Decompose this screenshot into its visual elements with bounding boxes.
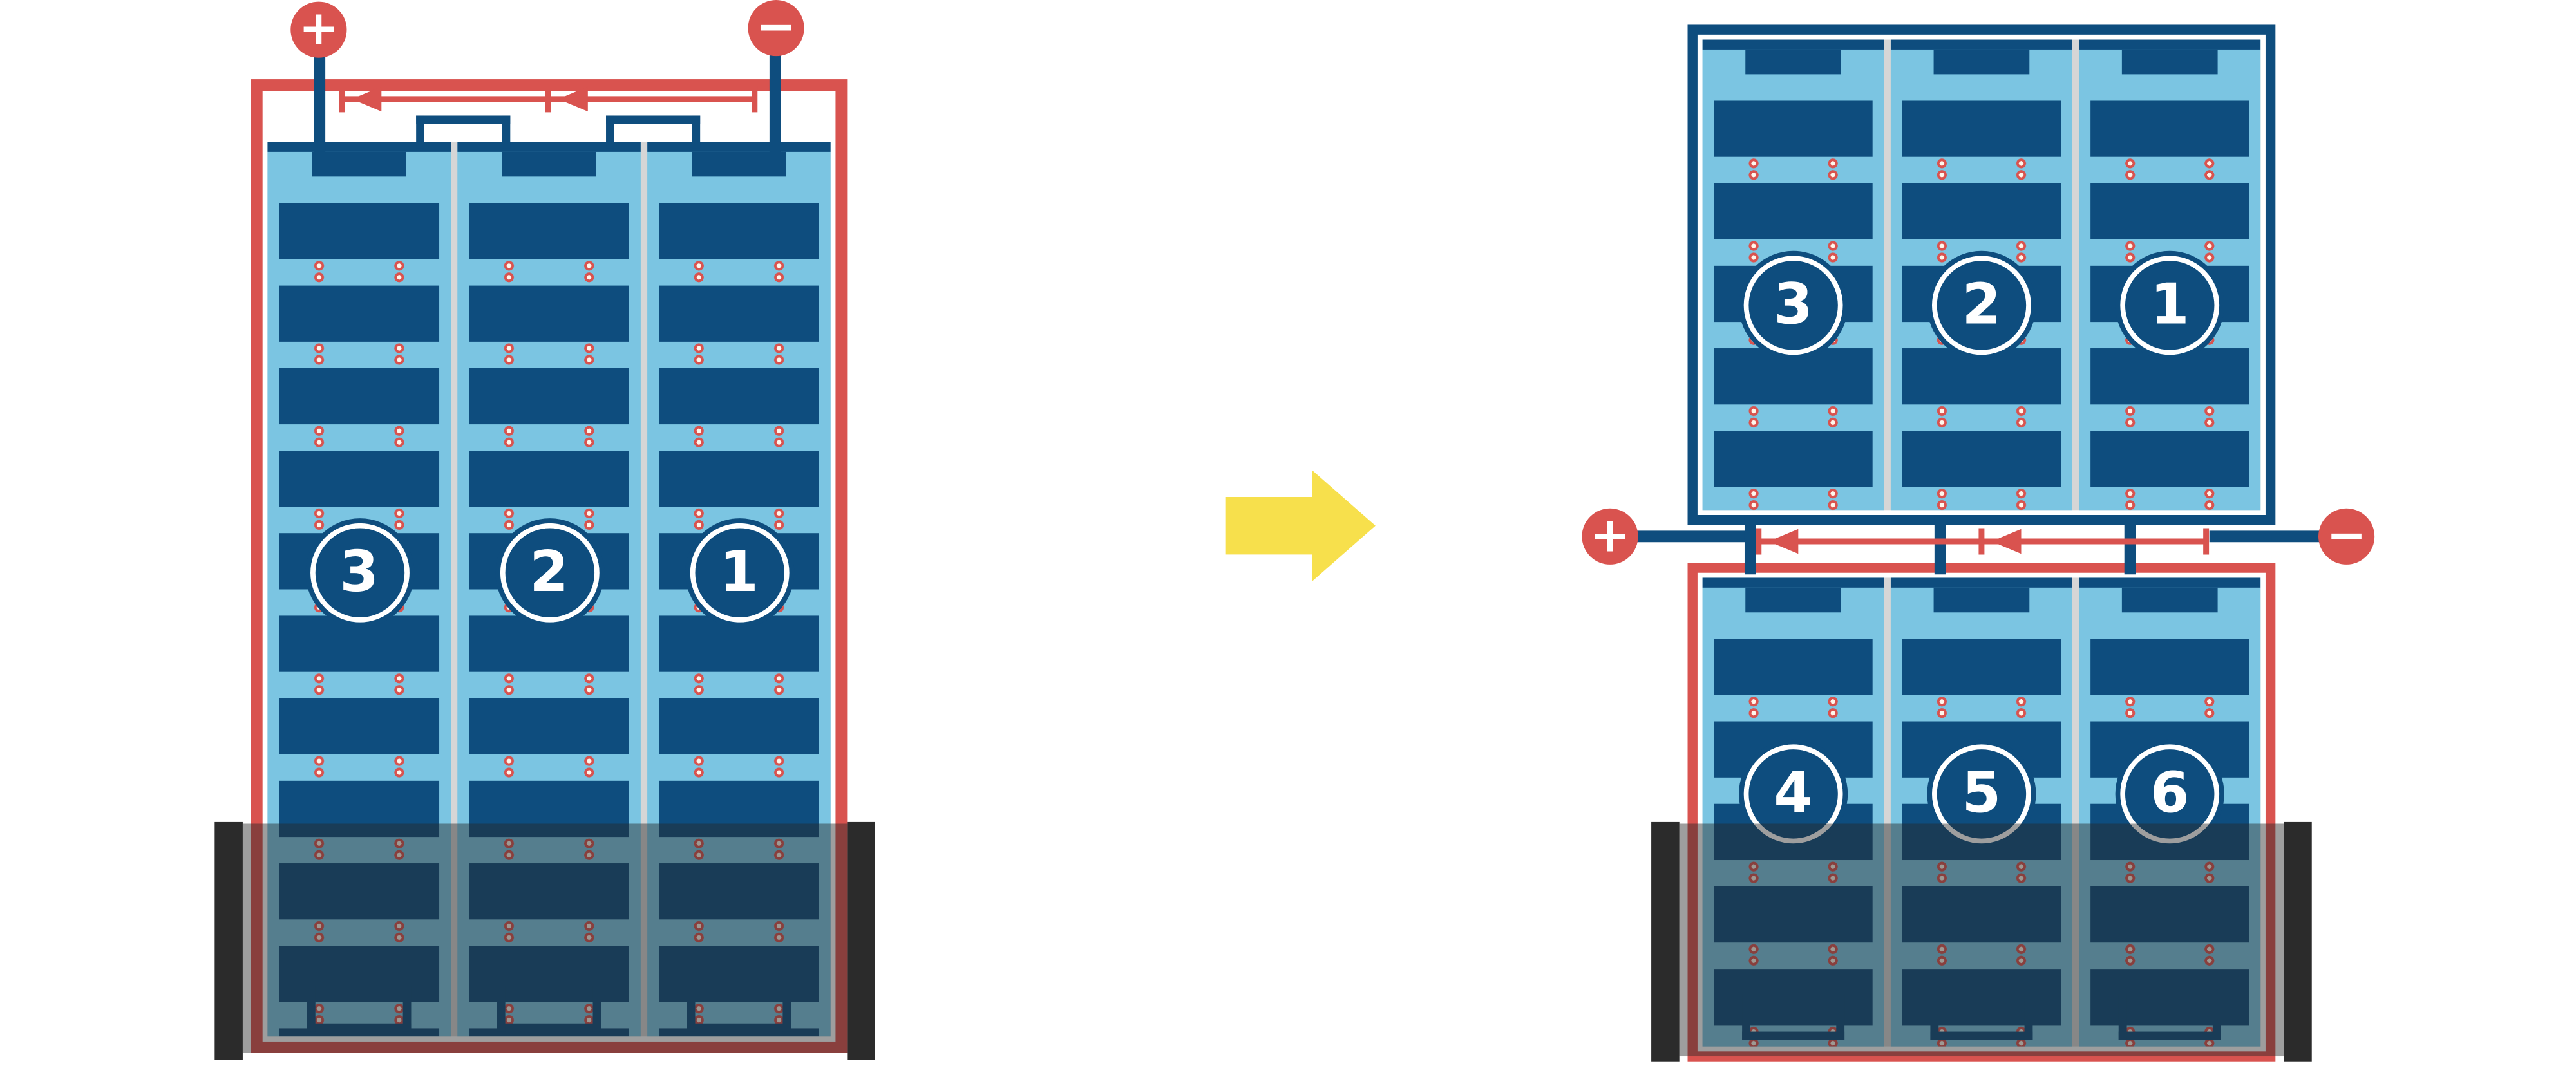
cell-string-column: 1 [647, 142, 831, 1037]
busbar-tab [501, 151, 597, 177]
busbar-top [1702, 577, 1884, 588]
string-number-badge: 2 [499, 523, 599, 623]
bottom-connector [687, 985, 791, 1032]
left-module-frame [251, 79, 848, 1053]
negative-lead-wire [769, 54, 781, 154]
plus-terminal-icon: + [1582, 505, 1638, 565]
minus-label: − [2326, 505, 2367, 563]
minus-label: − [755, 0, 797, 54]
busbar-tab [311, 151, 407, 177]
cell-string-column: 3 [267, 142, 451, 1037]
busbar-tab [2122, 49, 2217, 75]
plus-label: + [298, 0, 339, 55]
busbar-tab [2122, 587, 2217, 613]
string-number-badge: 1 [689, 523, 789, 623]
busbar-tab [1746, 49, 1841, 75]
shade-overlay [242, 823, 848, 1053]
cell-string-column: 2 [1890, 39, 2072, 511]
minus-terminal-icon: − [748, 0, 804, 57]
busbar-top [2079, 577, 2261, 588]
shade-bar [214, 821, 243, 1060]
busbar-tab [1934, 587, 2029, 613]
busbar-tab [1746, 587, 1841, 613]
busbar-top [2079, 39, 2261, 50]
left-module-cell-area: 3 2 1 [267, 142, 831, 1037]
busbar-tab [1934, 49, 2029, 75]
string-bridge-connector [606, 115, 701, 149]
string-number-badge: 2 [1931, 256, 2031, 355]
cell-string-column: 6 [2079, 577, 2261, 1047]
shade-bar [2284, 821, 2312, 1062]
cell-string-column: 3 [1702, 39, 1884, 511]
string-bridge-connector [416, 115, 511, 149]
bottom-connector [497, 985, 601, 1032]
cell-string-column: 5 [1890, 577, 2072, 1047]
right-module-top-cell-area: 3 2 1 [1702, 39, 2261, 511]
string-number-badge: 3 [309, 523, 409, 623]
cell-string-column: 2 [457, 142, 641, 1037]
minus-terminal-icon: − [2318, 505, 2375, 565]
string-number-badge: 5 [1931, 744, 2031, 844]
plus-terminal-icon: + [290, 0, 347, 58]
busbar-top [1702, 39, 1884, 50]
string-number-badge: 3 [1743, 256, 1843, 355]
bottom-connector [307, 985, 411, 1032]
bottom-connector [1742, 993, 1844, 1040]
busbar-tab [691, 151, 787, 177]
cell-string-column: 4 [1702, 577, 1884, 1047]
string-number-badge: 1 [2120, 256, 2220, 355]
plus-label: + [1589, 505, 1631, 563]
string-number-badge: 6 [2120, 744, 2220, 844]
busbar-top [267, 142, 451, 152]
busbar-top [1890, 577, 2072, 588]
shade-bar [1651, 821, 1680, 1062]
transform-arrow-icon [1225, 470, 1376, 581]
shade-overlay [1679, 823, 2284, 1057]
string-number-badge: 4 [1743, 744, 1843, 844]
right-module-bottom-cell-area: 4 5 6 [1702, 577, 2261, 1047]
positive-lead-wire [314, 54, 326, 154]
bottom-connector [1930, 993, 2032, 1040]
shade-bar [847, 821, 875, 1060]
cell-string-column: 1 [2079, 39, 2261, 511]
bottom-connector [2119, 993, 2221, 1040]
busbar-top [1890, 39, 2072, 50]
